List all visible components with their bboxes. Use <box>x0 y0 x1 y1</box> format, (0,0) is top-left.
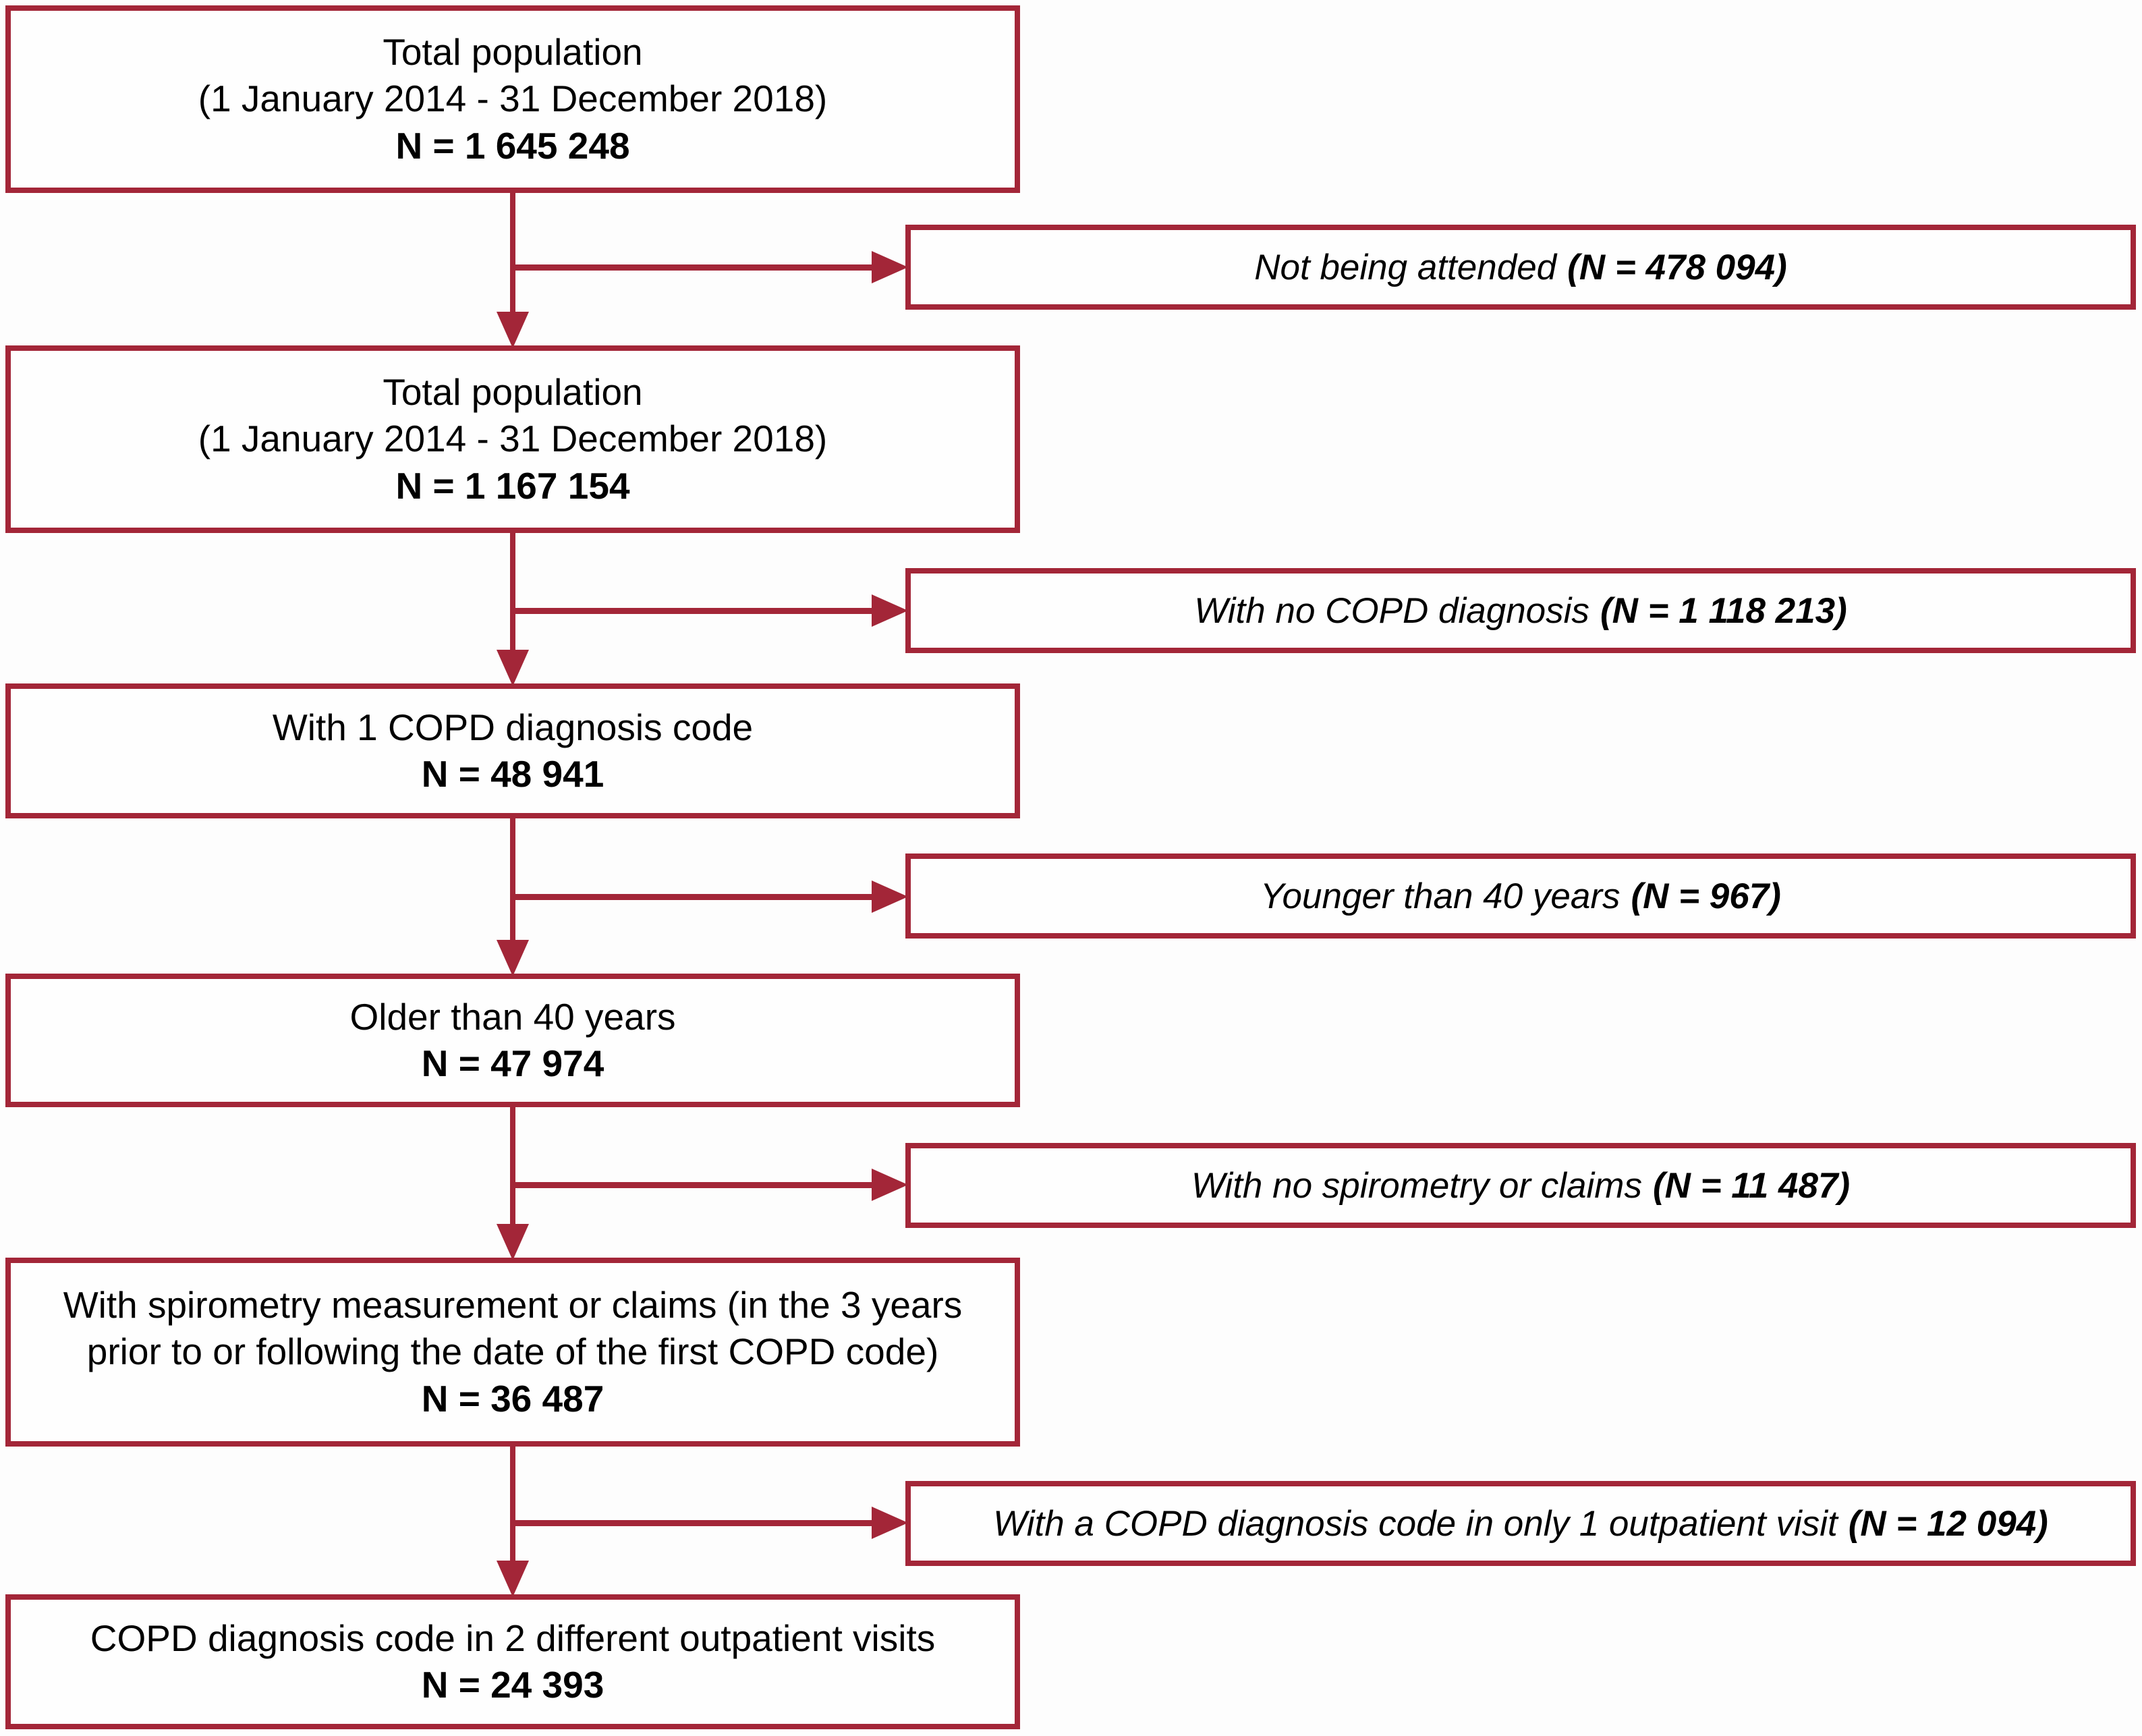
exclusion-box-no-copd-diagnosis: With no COPD diagnosis (N = 1 118 213) <box>905 568 2136 653</box>
exclusion-label: With a COPD diagnosis code in only 1 out… <box>993 1503 1838 1544</box>
arrow-right-icon <box>872 1169 908 1201</box>
flow-box-text: Total population <box>383 31 643 74</box>
exclusion-label: With no COPD diagnosis <box>1194 590 1589 631</box>
flow-box-count: N = 24 393 <box>421 1664 604 1706</box>
exclusion-label: Younger than 40 years <box>1260 876 1620 916</box>
arrow-right-icon <box>872 1507 908 1539</box>
flow-box-count: N = 36 487 <box>421 1377 604 1420</box>
exclusion-count: (N = 1 118 213) <box>1600 590 1847 631</box>
flow-box-text: COPD diagnosis code in 2 different outpa… <box>90 1617 936 1659</box>
flow-box-final-cohort: COPD diagnosis code in 2 different outpa… <box>5 1594 1020 1729</box>
connector-vertical-2 <box>510 530 515 653</box>
arrow-right-icon <box>872 251 908 283</box>
connector-horizontal-4 <box>513 1182 877 1188</box>
flow-box-total-population-2: Total population (1 January 2014 - 31 De… <box>5 345 1020 533</box>
flow-box-text: With spirometry measurement or claims (i… <box>63 1284 963 1326</box>
exclusion-count: (N = 12 094) <box>1848 1503 2048 1544</box>
arrow-down-icon <box>497 940 529 976</box>
flow-box-text: (1 January 2014 - 31 December 2018) <box>198 418 828 460</box>
flow-box-count: N = 47 974 <box>421 1042 604 1084</box>
connector-vertical-5 <box>510 1444 515 1564</box>
connector-horizontal-3 <box>513 894 877 900</box>
flow-box-copd-diagnosis-code: With 1 COPD diagnosis code N = 48 941 <box>5 683 1020 818</box>
connector-vertical-3 <box>510 816 515 944</box>
arrow-down-icon <box>497 1561 529 1597</box>
arrow-down-icon <box>497 650 529 686</box>
exclusion-label: Not being attended <box>1254 247 1557 287</box>
flow-box-count: N = 48 941 <box>421 753 604 795</box>
exclusion-box-no-spirometry: With no spirometry or claims (N = 11 487… <box>905 1143 2136 1228</box>
flow-box-text: With 1 COPD diagnosis code <box>272 706 754 748</box>
exclusion-box-one-outpatient-visit: With a COPD diagnosis code in only 1 out… <box>905 1481 2136 1566</box>
exclusion-box-younger-than-40: Younger than 40 years (N = 967) <box>905 853 2136 939</box>
flow-box-text: Total population <box>383 371 643 414</box>
exclusion-count: (N = 967) <box>1631 876 1781 916</box>
connector-horizontal-2 <box>513 608 877 614</box>
flow-box-text: prior to or following the date of the fi… <box>86 1331 939 1373</box>
exclusion-box-not-attended: Not being attended (N = 478 094) <box>905 225 2136 310</box>
arrow-down-icon <box>497 1224 529 1260</box>
connector-vertical-4 <box>510 1104 515 1227</box>
connector-horizontal-1 <box>513 264 877 271</box>
flow-box-older-than-40: Older than 40 years N = 47 974 <box>5 974 1020 1107</box>
connector-vertical-1 <box>510 190 515 316</box>
exclusion-label: With no spirometry or claims <box>1191 1165 1642 1206</box>
arrow-down-icon <box>497 312 529 348</box>
flow-box-spirometry: With spirometry measurement or claims (i… <box>5 1258 1020 1447</box>
connector-horizontal-5 <box>513 1520 877 1526</box>
flow-box-text: (1 January 2014 - 31 December 2018) <box>198 78 828 120</box>
flow-box-count: N = 1 167 154 <box>395 464 630 507</box>
exclusion-count: (N = 478 094) <box>1567 247 1787 287</box>
flow-box-total-population-1: Total population (1 January 2014 - 31 De… <box>5 5 1020 193</box>
arrow-right-icon <box>872 880 908 913</box>
flow-box-count: N = 1 645 248 <box>395 124 630 167</box>
flow-box-text: Older than 40 years <box>349 995 676 1038</box>
exclusion-count: (N = 11 487) <box>1652 1165 1851 1206</box>
arrow-right-icon <box>872 594 908 627</box>
